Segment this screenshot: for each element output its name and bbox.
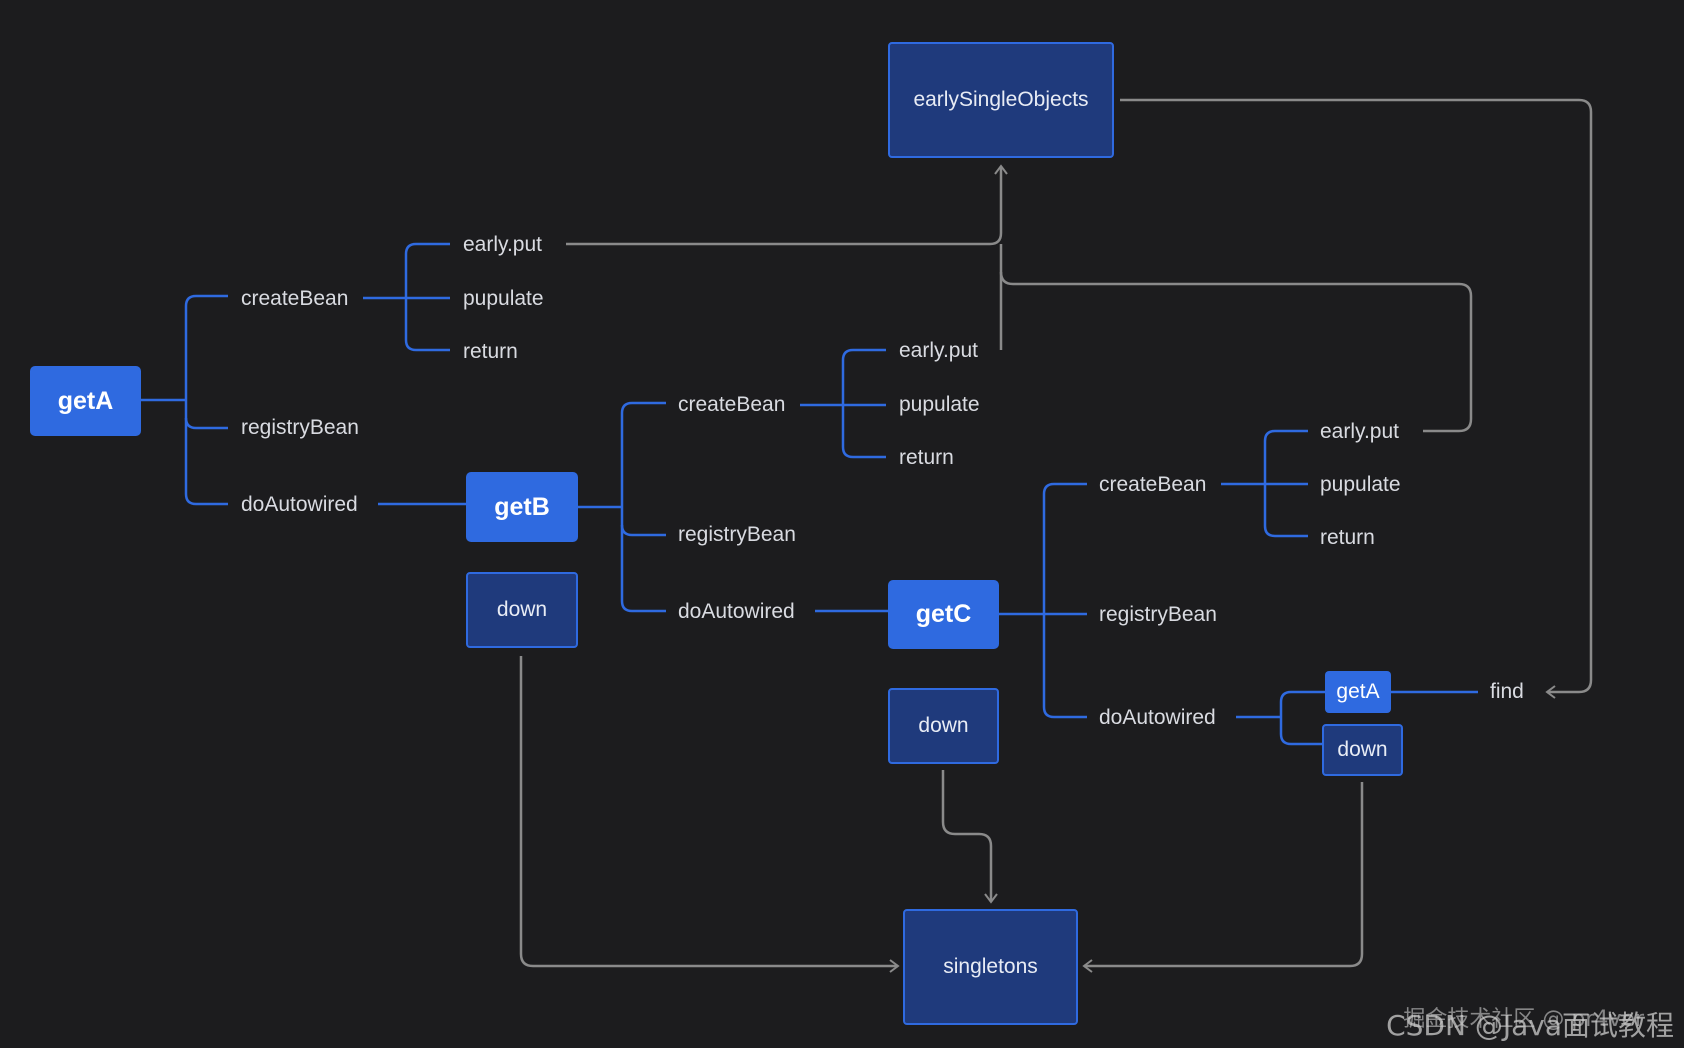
tree-c-create-bean-label: createBean [1099, 473, 1207, 496]
tree-c-registry-bean-label: registryBean [1099, 603, 1217, 626]
tree-a-pupulate-label: pupulate [463, 287, 544, 310]
tree-b-return-label: return [899, 446, 954, 469]
tree-b-create-bean-label: createBean [678, 393, 786, 416]
flow-connectors [519, 98, 1593, 973]
tree-a-registry-bean-label: registryBean [241, 416, 359, 439]
tree-c-early-put-label: early.put [1320, 420, 1399, 443]
watermark-csdn: CSDN @Java面试教程 [1386, 1009, 1674, 1042]
tree-a-create-bean-label: createBean [241, 287, 349, 310]
get-a-node: getA [30, 366, 141, 436]
tree-a-do-autowired-label: doAutowired [241, 493, 358, 516]
get-b-node: getB [466, 472, 578, 542]
down-c-node: down [888, 688, 999, 764]
tree-c-pupulate-label: pupulate [1320, 473, 1401, 496]
early-single-objects-node: earlySingleObjects [888, 42, 1114, 158]
watermark: 掘金技术社区 @ pr4ver CSDN @Java面试教程 [1386, 1007, 1674, 1042]
tree-b-early-put-label: early.put [899, 339, 978, 362]
tree-b-connectors [578, 348, 888, 613]
tree-c-return-label: return [1320, 526, 1375, 549]
tree-b-registry-bean-label: registryBean [678, 523, 796, 546]
tree-c-do-autowired-label: doAutowired [1099, 706, 1216, 729]
get-c-node: getC [888, 580, 999, 649]
tree-c-connectors [999, 429, 1478, 746]
tree-b-pupulate-label: pupulate [899, 393, 980, 416]
tree-a-return-label: return [463, 340, 518, 363]
down-a-node: down [1322, 724, 1403, 776]
find-label: find [1490, 680, 1524, 703]
singletons-node: singletons [903, 909, 1078, 1025]
down-b-node: down [466, 572, 578, 648]
watermark-juejin: 掘金技术社区 @ pr4ver [1403, 1007, 1644, 1032]
tree-b-do-autowired-label: doAutowired [678, 600, 795, 623]
get-a-small-node: getA [1325, 671, 1391, 713]
tree-a-early-put-label: early.put [463, 233, 542, 256]
tree-a-connectors [141, 242, 466, 506]
